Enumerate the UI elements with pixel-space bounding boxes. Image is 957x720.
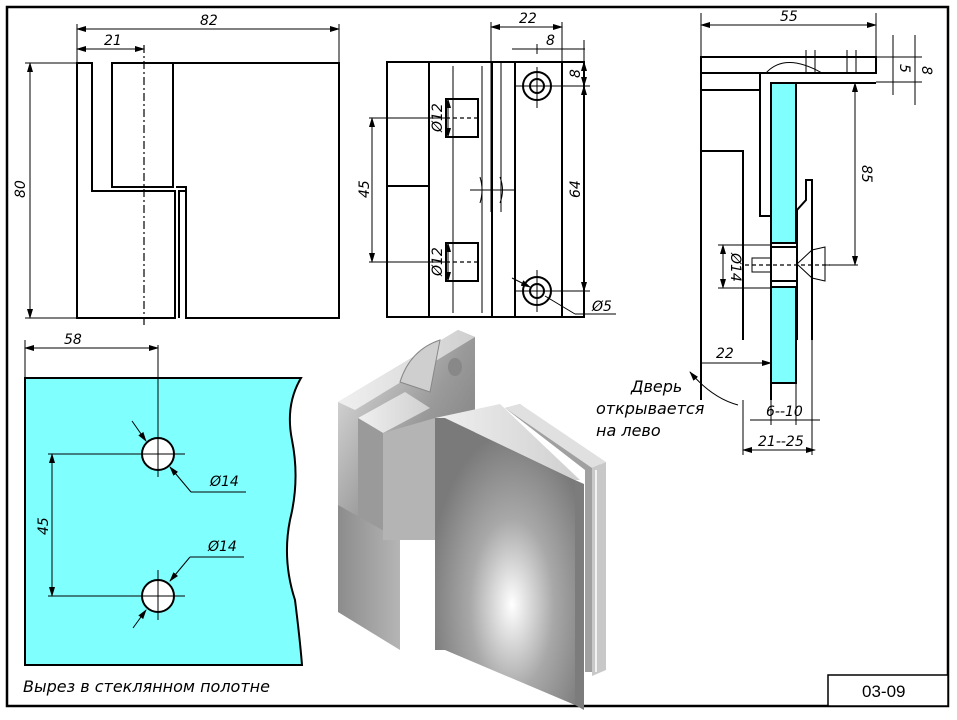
door-note-line3: на лево	[596, 421, 661, 440]
section-glass-upper	[770, 82, 797, 244]
section-view	[689, 13, 922, 455]
cutout-hole-spacing-label: 45	[36, 517, 52, 535]
cutout-view	[24, 340, 304, 666]
side-hole-offset-x-label: 8	[546, 33, 555, 49]
side-hole-diameter-label: Ø5	[591, 299, 612, 315]
section-axis-height-label: 85	[858, 165, 874, 183]
cutout-offset-label: 58	[64, 332, 82, 348]
side-hole-spacing-label: 64	[568, 180, 584, 198]
section-bolt-diameter-label: Ø14	[727, 252, 743, 282]
front-view	[25, 24, 340, 325]
cutout-glass-panel	[24, 377, 304, 666]
section-clamp-width-label: 21--25	[758, 434, 804, 450]
section-plate-thickness-label: 5	[896, 64, 912, 73]
hinge-3d-render	[338, 330, 606, 710]
side-pin-spacing-label: 45	[357, 180, 373, 198]
title-block	[827, 674, 949, 707]
section-total-thickness-label: 8	[918, 66, 934, 75]
cutout-hole-top-label: Ø14	[209, 474, 239, 490]
side-pin-diameter-bottom-label: Ø12	[430, 247, 446, 277]
section-glass-offset-label: 22	[716, 346, 734, 362]
side-depth-label: 22	[519, 11, 537, 27]
side-hole-offset-y-label: 8	[568, 69, 584, 78]
section-glass-thickness-label: 6--10	[766, 404, 803, 420]
cutout-hole-bottom-label: Ø14	[207, 539, 237, 555]
side-view	[369, 22, 616, 318]
section-glass-lower	[770, 286, 797, 384]
drawing-code: 03-09	[862, 682, 905, 701]
door-note-line2: открывается	[596, 399, 705, 418]
front-axis-offset-label: 21	[104, 33, 122, 49]
side-pin-diameter-top-label: Ø12	[430, 103, 446, 133]
door-note-line1: Дверь	[630, 377, 682, 396]
cutout-caption: Вырез в стеклянном полотне	[23, 677, 270, 696]
section-length-label: 55	[780, 9, 798, 25]
front-height-label: 80	[13, 180, 29, 198]
front-width-label: 82	[200, 13, 218, 29]
drawing-frame	[5, 5, 950, 708]
